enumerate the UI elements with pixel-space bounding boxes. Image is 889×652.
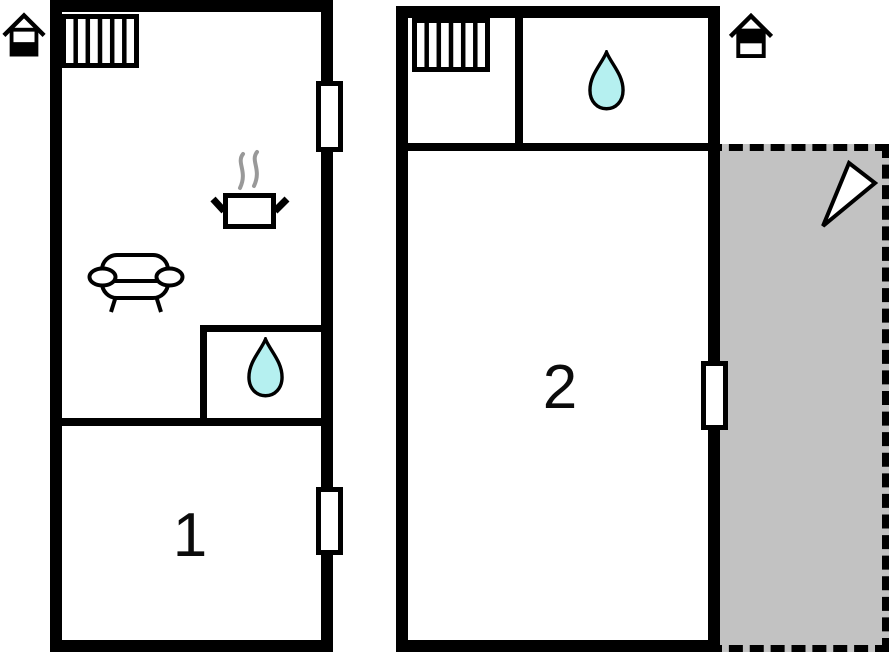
unit-1-bathroom-top-wall [200, 325, 321, 332]
north-arrow-icon [816, 156, 882, 232]
water-drop-icon [247, 334, 284, 398]
unit-1-divider-wall [62, 418, 321, 426]
unit-2-outline [396, 6, 720, 652]
stove-icon [210, 148, 290, 230]
unit-1-bathroom-left-wall [200, 325, 207, 426]
house-ground-floor-icon [2, 12, 46, 57]
window-icon [316, 81, 343, 152]
house-upper-floor-icon [728, 12, 774, 58]
radiator-icon [61, 14, 139, 68]
radiator-icon [412, 18, 490, 72]
terrace-area [708, 144, 889, 652]
window-icon [316, 487, 343, 555]
water-drop-icon [588, 47, 625, 111]
room-1-label: 1 [172, 501, 208, 570]
room-2-label: 2 [542, 353, 578, 422]
window-icon [701, 361, 728, 430]
unit-2-divider-wall [408, 143, 708, 151]
sofa-icon [85, 250, 190, 315]
unit-2-entry-wall [515, 18, 523, 151]
